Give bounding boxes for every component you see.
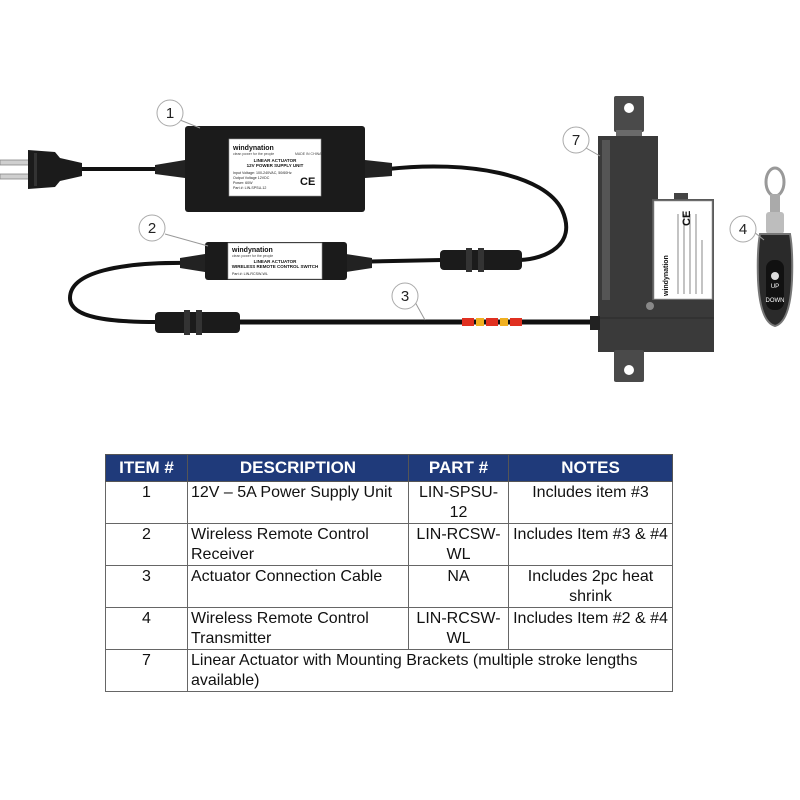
cell-notes: Includes item #3 <box>508 481 673 524</box>
callout-3: 3 <box>391 282 419 310</box>
svg-text:2: 2 <box>148 220 156 237</box>
cables <box>67 164 595 325</box>
receiver-output-cable <box>67 260 192 324</box>
parts-table: ITEM # DESCRIPTION PART # NOTES 1 12V – … <box>105 454 673 692</box>
header-description: DESCRIPTION <box>187 454 409 482</box>
header-item: ITEM # <box>105 454 188 482</box>
product-diagram: windynation clean power for the people M… <box>0 96 794 382</box>
remote-down-label: DOWN <box>766 298 785 304</box>
cell-description: Actuator Connection Cable <box>187 565 409 608</box>
psu-made-in: MADE IN CHINA <box>295 152 322 156</box>
table-row: 4 Wireless Remote Control Transmitter LI… <box>105 607 673 650</box>
psu-spec-2: Output Voltage 12VDC <box>233 176 270 180</box>
callout-4: 4 <box>729 215 757 243</box>
linear-actuator: windynation CE <box>590 96 714 382</box>
cell-description: Wireless Remote Control Transmitter <box>187 607 409 650</box>
callout-2: 2 <box>138 214 166 242</box>
cell-part: LIN-RCSW-WL <box>408 607 509 650</box>
svg-text:1: 1 <box>166 105 174 122</box>
table-row: 1 12V – 5A Power Supply Unit LIN-SPSU-12… <box>105 481 673 524</box>
psu-title-1: LINEAR ACTUATOR <box>254 158 297 163</box>
psu-output-cable <box>386 164 569 262</box>
callout-1: 1 <box>156 99 184 127</box>
header-notes: NOTES <box>508 454 673 482</box>
svg-text:4: 4 <box>739 221 747 238</box>
wireless-receiver: windynation clean power for the people L… <box>180 242 372 280</box>
up-button-icon <box>771 272 779 280</box>
cell-notes: Includes Item #2 & #4 <box>508 607 673 650</box>
table-row: 3 Actuator Connection Cable NA Includes … <box>105 565 673 608</box>
cell-notes: Includes Item #3 & #4 <box>508 523 673 566</box>
psu-tagline: clean power for the people <box>233 152 274 156</box>
actuator-brand: windynation <box>663 255 670 297</box>
connector-actuator-cable <box>155 310 240 335</box>
psu-spec-4: Part #: LIN-SPSU-12 <box>233 186 266 190</box>
psu-spec-3: Power: 60W <box>233 181 253 185</box>
cell-description: 12V – 5A Power Supply Unit <box>187 481 409 524</box>
heat-shrink <box>462 318 522 326</box>
cell-item: 2 <box>105 523 188 566</box>
remote-transmitter: UP DOWN <box>756 166 794 328</box>
psu-spec-1: Input Voltage: 100-240VAC, 50/60Hz <box>233 171 292 175</box>
cell-item: 4 <box>105 607 188 650</box>
cell-part: LIN-RCSW-WL <box>408 523 509 566</box>
cell-description: Wireless Remote Control Receiver <box>187 523 409 566</box>
header-part: PART # <box>408 454 509 482</box>
connector-receiver-input <box>440 248 522 272</box>
receiver-brand: windynation <box>231 247 273 254</box>
cell-part: NA <box>408 565 509 608</box>
cell-item: 1 <box>105 481 188 524</box>
cell-item: 7 <box>105 649 188 692</box>
receiver-spec-1: Part #: LIN-RCSW-WL <box>232 272 268 276</box>
actuator-spec-lines <box>677 214 703 294</box>
table-header-row: ITEM # DESCRIPTION PART # NOTES <box>105 454 673 482</box>
receiver-tagline: clean power for the people <box>232 254 273 258</box>
svg-text:3: 3 <box>401 288 409 305</box>
receiver-title-1: LINEAR ACTUATOR <box>254 259 297 264</box>
table-row: 7 Linear Actuator with Mounting Brackets… <box>105 649 673 692</box>
psu-brand: windynation <box>232 145 274 152</box>
actuator-ce-mark: CE <box>681 211 693 226</box>
callout-7: 7 <box>562 126 590 154</box>
cell-notes: Includes 2pc heat shrink <box>508 565 673 608</box>
psu-title-2: 12V POWER SUPPLY UNIT <box>247 163 304 168</box>
ac-plug <box>0 150 82 189</box>
svg-text:7: 7 <box>572 132 580 149</box>
receiver-title-2: WIRELESS REMOTE CONTROL SWITCH <box>232 264 318 269</box>
power-supply-unit: windynation clean power for the people M… <box>155 126 392 212</box>
cell-description: Linear Actuator with Mounting Brackets (… <box>187 649 673 692</box>
table-row: 2 Wireless Remote Control Receiver LIN-R… <box>105 523 673 566</box>
remote-up-label: UP <box>771 284 779 290</box>
psu-ce-mark: CE <box>300 176 315 188</box>
cell-item: 3 <box>105 565 188 608</box>
cell-part: LIN-SPSU-12 <box>408 481 509 524</box>
